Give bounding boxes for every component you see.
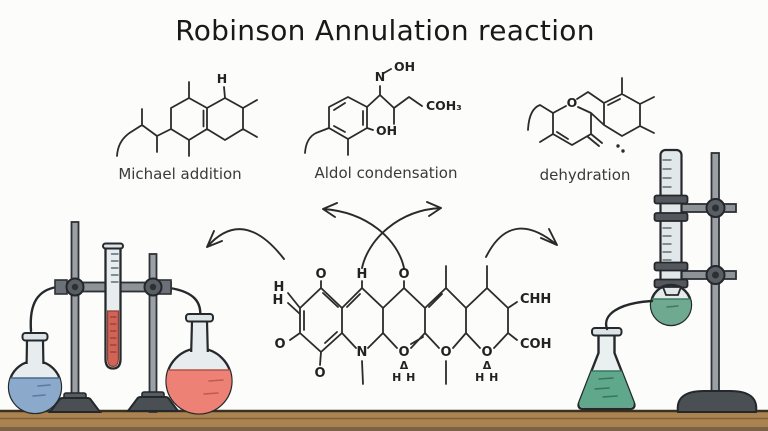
clamp-knob-icon xyxy=(705,198,726,218)
burette-icon xyxy=(653,148,689,289)
stand-base-icon xyxy=(48,392,102,413)
o-atom-label: O xyxy=(314,366,325,381)
h-atom-label: H xyxy=(274,280,285,295)
liquid-dashes xyxy=(594,377,618,398)
flask-rim xyxy=(21,332,49,342)
hh-label: H H xyxy=(475,371,499,384)
o-atom-label: O xyxy=(398,345,409,360)
flask-neck xyxy=(26,340,44,370)
aldol-step-label: Aldol condensation xyxy=(315,164,458,182)
table-edge xyxy=(0,427,768,431)
page-title: Robinson Annulation reaction xyxy=(175,14,595,47)
h-atom-label: H xyxy=(273,293,284,308)
lab-table xyxy=(0,409,768,431)
electron-dot xyxy=(621,149,625,153)
aldol-structure: N OH OH COH₃ Aldol condensation xyxy=(304,59,462,182)
delta-label: Δ xyxy=(483,359,492,372)
burette-collar xyxy=(653,194,689,205)
clamp-knob-icon xyxy=(65,277,85,297)
arrow-right-icon xyxy=(485,227,558,258)
stand-base-icon xyxy=(676,390,758,413)
crossbar-cap xyxy=(54,279,68,295)
o-atom-label: O xyxy=(398,267,409,282)
cross-arrow-left-icon xyxy=(322,202,405,269)
bulb-flask-icon xyxy=(649,283,693,327)
h-atom-label: H xyxy=(217,71,227,86)
chh-group-label: CHH xyxy=(520,292,551,307)
product-bonds xyxy=(287,265,518,385)
aldol-bonds xyxy=(304,68,423,156)
right-stand-apparatus xyxy=(577,148,758,413)
burette-taper xyxy=(661,286,683,296)
table-top xyxy=(0,409,768,431)
flask-rim xyxy=(185,313,214,323)
burette-collar xyxy=(653,261,689,272)
n-atom-label: N xyxy=(375,69,385,84)
round-flask-blue-icon xyxy=(7,332,63,415)
o-atom-label: O xyxy=(274,337,285,352)
reaction-arrows xyxy=(206,201,558,269)
n-atom-label: N xyxy=(357,345,368,360)
liquid-dashes xyxy=(203,379,224,395)
clamp-knob-icon xyxy=(705,265,726,285)
o-atom-label: O xyxy=(440,345,451,360)
flask-neck-outline xyxy=(25,339,45,365)
clamp-knob-icon xyxy=(143,277,163,297)
electron-dot xyxy=(616,144,620,148)
burette-collar xyxy=(653,212,689,222)
delta-label: Δ xyxy=(400,359,409,372)
michael-bonds xyxy=(116,81,258,157)
stand-pole-icon xyxy=(70,221,80,413)
liquid-dash xyxy=(666,305,679,308)
coh3-group-label: COH₃ xyxy=(426,98,462,113)
test-tube-liquid-ticks xyxy=(110,316,117,353)
h-atom-label: H xyxy=(357,267,368,282)
burette-ticks-lower xyxy=(662,227,672,261)
erlenmeyer-liquid-green xyxy=(579,371,634,408)
liquid-dashes xyxy=(32,384,51,397)
o-atom-label: O xyxy=(567,95,578,110)
test-tube-icon xyxy=(102,242,124,370)
dehydration-bonds xyxy=(527,77,655,147)
o-atom-label: O xyxy=(481,345,492,360)
michael-structure: H Michael addition xyxy=(116,71,258,183)
flask-neck xyxy=(191,321,208,355)
flask-liquid-red xyxy=(166,370,232,414)
stand-base-icon xyxy=(126,391,180,412)
oh-atom-label: OH xyxy=(376,123,397,138)
product-structure: O H O H H O O N O Δ H H O O Δ H H CHH CO… xyxy=(273,265,551,385)
arrow-left-icon xyxy=(206,228,285,260)
left-stand-apparatus xyxy=(7,221,233,415)
round-flask-red-icon xyxy=(165,313,233,415)
test-tube-ticks xyxy=(110,253,119,283)
michael-step-label: Michael addition xyxy=(118,165,241,183)
burette-ticks-upper xyxy=(662,159,672,188)
cross-arrow-right-icon xyxy=(361,201,442,269)
hose-icon xyxy=(604,299,654,331)
test-tube-rim xyxy=(102,242,124,250)
hose-left-icon xyxy=(29,285,59,333)
oh-atom-label: OH xyxy=(394,59,415,74)
bulb-liquid-green xyxy=(651,299,691,325)
dehydration-structure: O dehydration xyxy=(527,77,655,184)
dehydration-step-label: dehydration xyxy=(540,166,631,184)
coh-group-label: COH xyxy=(520,337,551,352)
hh-label: H H xyxy=(392,371,416,384)
flask-neck-outline xyxy=(190,320,209,353)
erlenmeyer-flask-icon xyxy=(577,327,636,411)
o-atom-label: O xyxy=(315,267,326,282)
